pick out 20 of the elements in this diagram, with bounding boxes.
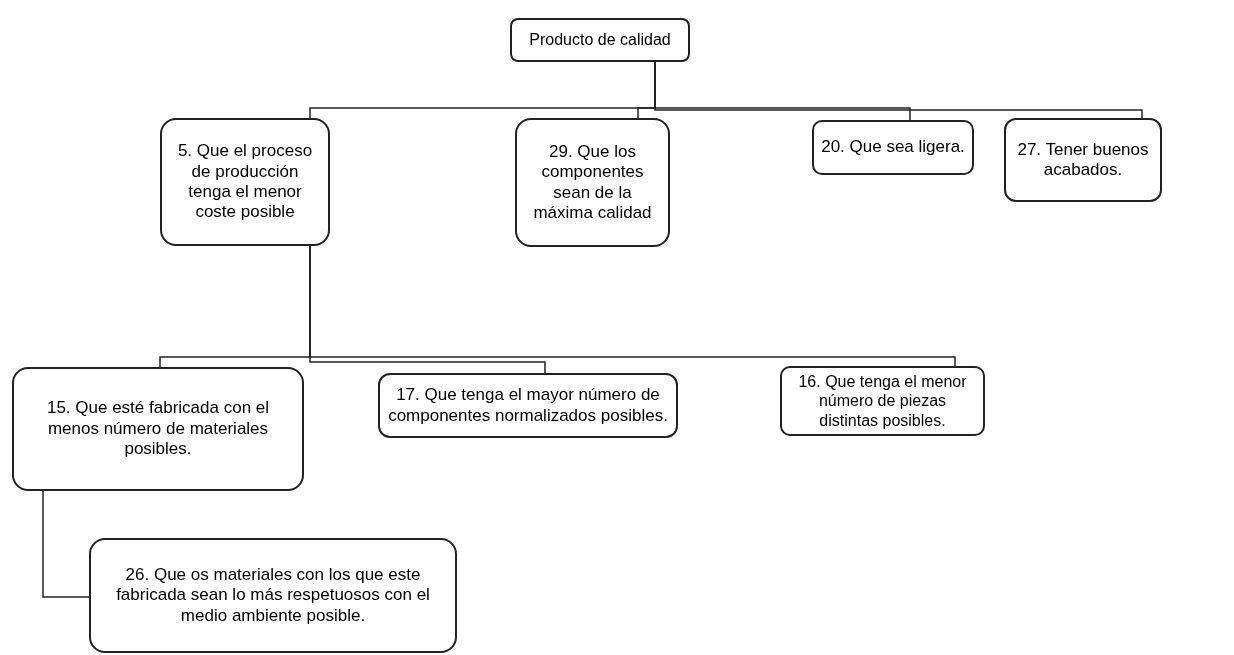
connector-line	[309, 245, 956, 367]
node-text: 29. Que los componentes sean de la máxima calidad	[532, 141, 653, 224]
rounded-box	[780, 366, 985, 436]
node-text: Producto de calidad	[529, 30, 671, 50]
node-text: 17. Que tenga el mayor número de componentes normalizados posibles.	[387, 385, 669, 426]
node-text: 15. Que esté fabricada con el menos número de materiales posibles.	[45, 398, 271, 460]
rounded-box	[89, 538, 457, 653]
node-text: 27. Tener buenos acabados.	[1016, 139, 1150, 181]
node-text: 16. Que tenga el menor número de piezas distintas posibles.	[797, 372, 968, 430]
rounded-box	[12, 367, 304, 491]
node-text: 5. Que el proceso de producción tenga el menor coste posible	[176, 141, 314, 223]
rounded-box	[160, 118, 330, 246]
rounded-box	[378, 373, 678, 438]
node-text: 20. Que sea ligera.	[821, 137, 965, 158]
rounded-box	[812, 120, 974, 175]
connector-line	[42, 490, 90, 598]
rounded-box	[515, 118, 670, 247]
rounded-box	[1004, 118, 1162, 202]
node-text: 26. Que os materiales con los que este fabricada sean lo más respetuosos con el medio ambiente posible.	[115, 564, 431, 627]
rounded-box	[510, 18, 690, 62]
